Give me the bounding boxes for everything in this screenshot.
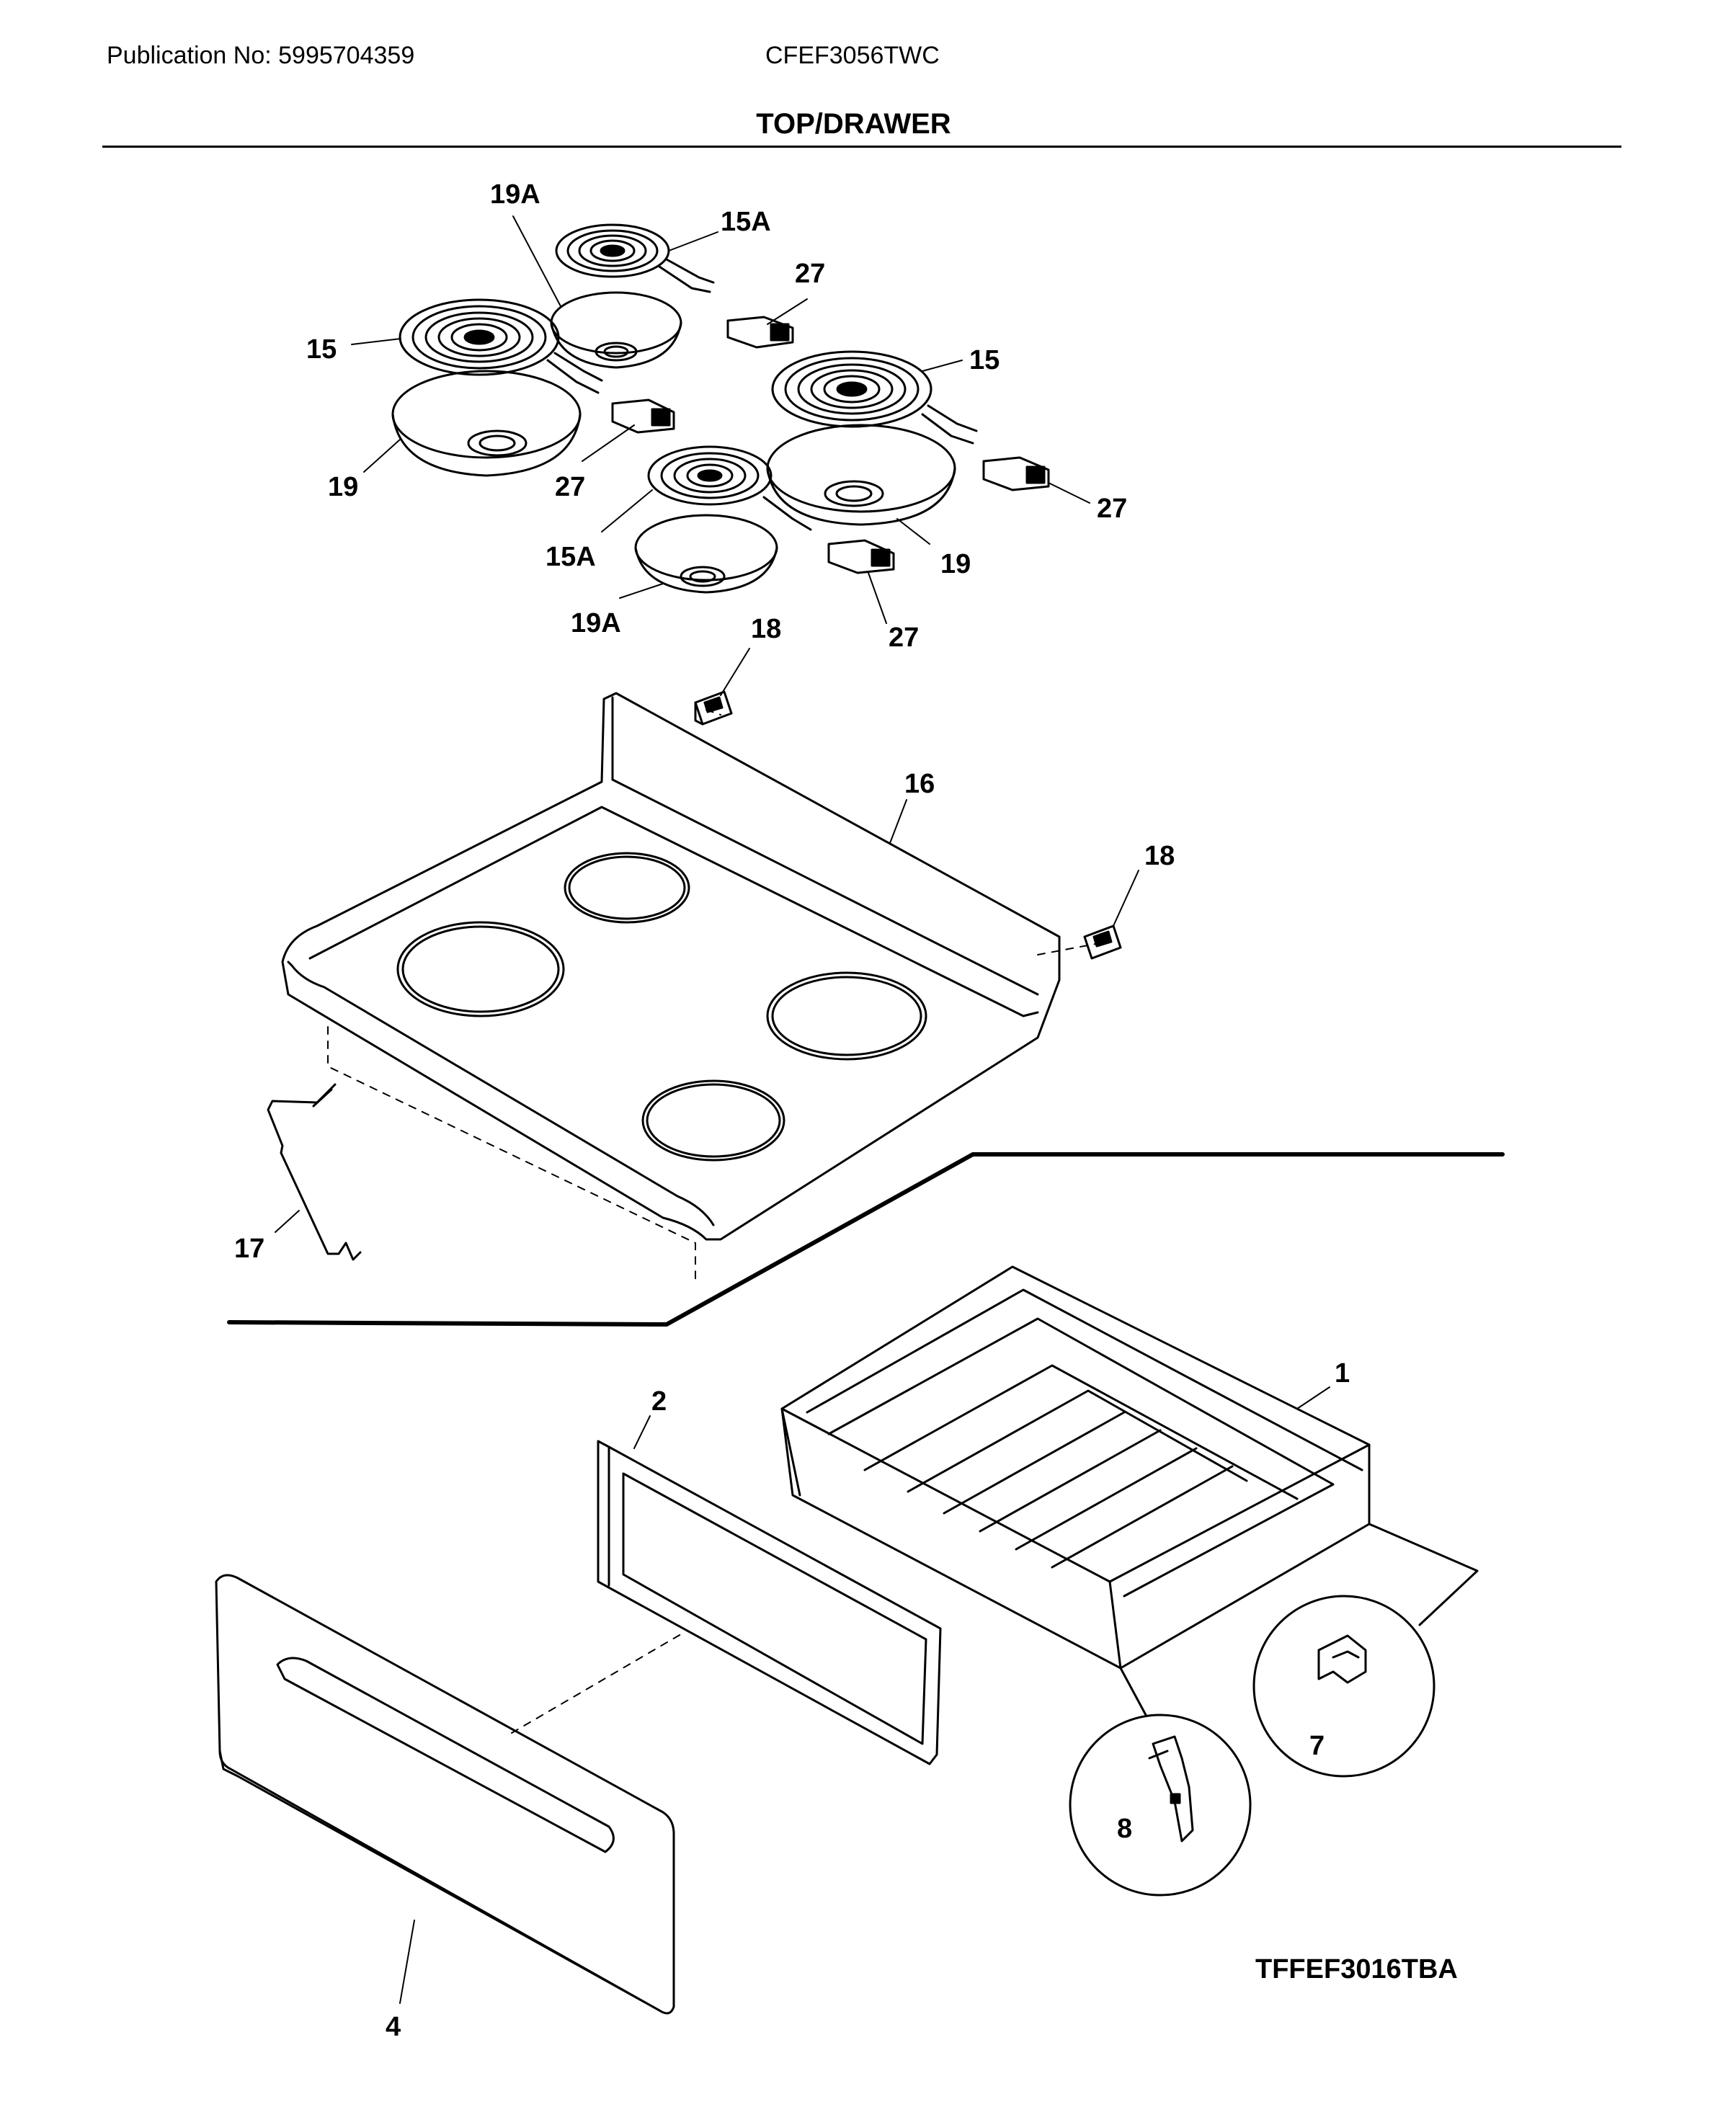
callout-17: 17	[234, 1234, 264, 1264]
leader-lines	[275, 215, 1330, 2004]
detail-circle-7	[1252, 1595, 1435, 1778]
drip-pan-19-left	[391, 370, 582, 477]
cooktop-16	[281, 692, 1061, 1241]
surface-element-15-left	[399, 298, 603, 394]
callout-27-mid: 27	[555, 472, 585, 502]
anti-tip-bracket-17	[267, 1083, 362, 1261]
callout-19A-top: 19A	[490, 179, 540, 210]
bracket-18-right	[1083, 924, 1122, 960]
figure-code: TFFEF3016TBA	[1255, 1954, 1458, 1984]
publication-number: Publication No: 5995704359	[107, 42, 415, 69]
model-number: CFEF3056TWC	[765, 42, 940, 69]
callout-1: 1	[1335, 1358, 1350, 1389]
detail-circle-8	[1069, 1714, 1252, 1897]
header-rule	[102, 146, 1621, 148]
callout-15A-bottom: 15A	[546, 542, 596, 572]
callout-27-top: 27	[795, 259, 825, 289]
drip-pan-19-right	[766, 424, 956, 526]
bracket-18-top	[694, 690, 733, 726]
callout-27-bottom: 27	[889, 623, 919, 653]
receptacle-27-bottom	[827, 539, 895, 574]
callout-27-right: 27	[1097, 494, 1127, 524]
callout-15-left: 15	[306, 334, 337, 365]
callout-2: 2	[651, 1386, 667, 1417]
clip-7	[1317, 1634, 1367, 1684]
callout-18-top: 18	[751, 614, 781, 644]
receptacle-27-right	[982, 456, 1050, 491]
drip-pan-19A-bottom	[634, 514, 778, 594]
page-title: TOP/DRAWER	[756, 108, 951, 140]
drawer-body-1	[780, 1265, 1371, 1670]
callout-16: 16	[904, 769, 935, 799]
callout-18-right: 18	[1144, 841, 1175, 871]
callout-15A-top: 15A	[721, 207, 771, 237]
drawer-panel-2	[597, 1440, 942, 1765]
callout-19A-bottom: 19A	[571, 608, 621, 638]
receptacle-27-top	[726, 316, 794, 349]
surface-element-15A-bottom	[647, 445, 812, 531]
drawer-front-4	[215, 1574, 675, 2015]
callout-19-left: 19	[328, 472, 358, 502]
callout-4: 4	[386, 2012, 401, 2042]
drip-pan-19A-top	[550, 291, 682, 369]
callout-15-right: 15	[969, 345, 1000, 375]
leader-drawer-to-7	[1368, 1523, 1479, 1626]
slide-bracket-8	[1148, 1735, 1194, 1843]
section-divider	[227, 1152, 1505, 1327]
leader-drawer-to-8	[1119, 1667, 1147, 1716]
callout-7: 7	[1309, 1731, 1325, 1761]
receptacle-27-mid	[611, 398, 675, 434]
callout-19-right: 19	[940, 549, 971, 579]
callout-8: 8	[1117, 1814, 1132, 1844]
surface-element-15A-top	[555, 223, 715, 293]
surface-element-15-right	[771, 350, 978, 445]
